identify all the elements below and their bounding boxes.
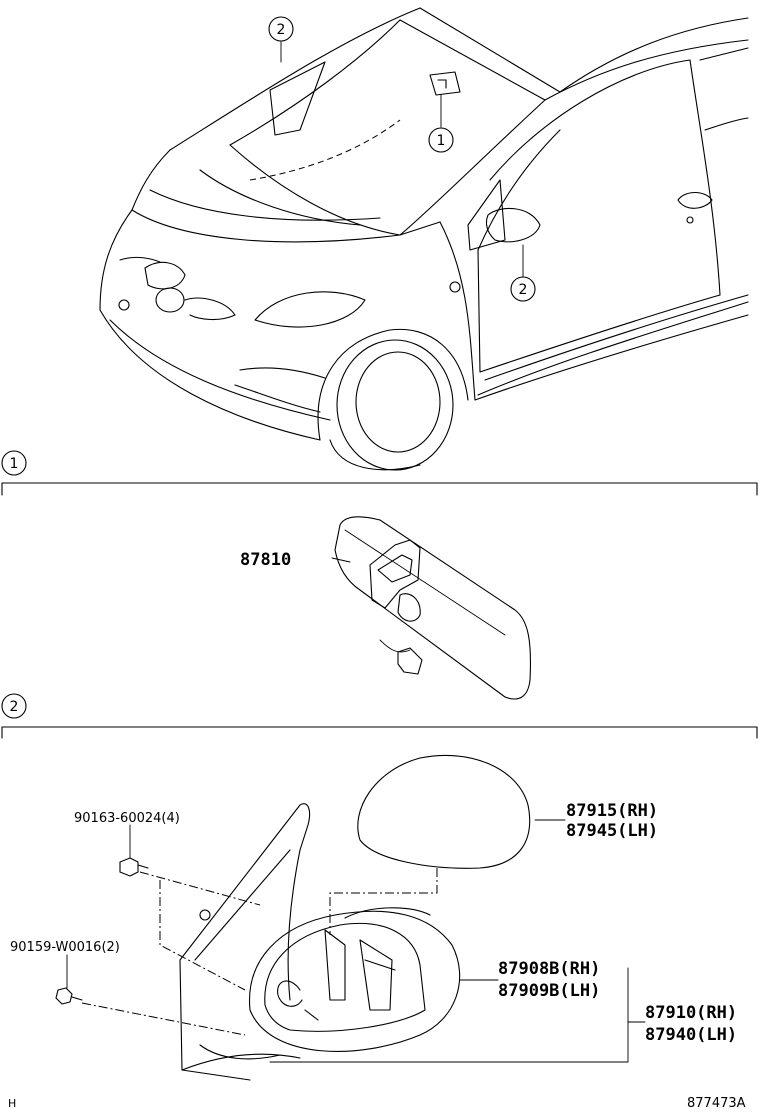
- inner-mirror-label: 87810: [240, 550, 291, 570]
- bolt-label: 90163-60024(4): [74, 811, 180, 826]
- guide-line-bolt-2: [159, 880, 246, 991]
- svg-text:2: 2: [519, 282, 528, 298]
- corner-mark: H: [8, 1097, 16, 1110]
- svg-text:1: 1: [437, 133, 446, 149]
- inner-mirror-part: [331, 516, 531, 700]
- section-1-header: 1: [1, 450, 758, 496]
- car-illustration: [99, 7, 749, 471]
- callout-2-top-left: 2: [268, 16, 294, 42]
- mirror-housing-part: [181, 907, 461, 1071]
- svg-text:2: 2: [10, 699, 19, 715]
- guide-line-bolt: [139, 871, 261, 906]
- guide-line-cover: [329, 868, 438, 935]
- cover-lh-label: 87945(LH): [566, 821, 658, 841]
- assy-bracket: [269, 967, 629, 1063]
- assy-rh-label: 87910(RH): [645, 1003, 737, 1023]
- screw-90159-icon: [55, 954, 83, 1005]
- callout-1-top: 1: [428, 127, 454, 153]
- assy-lh-label: 87940(LH): [645, 1025, 737, 1045]
- section-2-header: 2: [1, 693, 758, 739]
- svg-text:1: 1: [10, 456, 19, 472]
- svg-text:2: 2: [277, 22, 286, 38]
- screw-label: 90159-W0016(2): [10, 940, 120, 955]
- diagram-code: 877473A: [687, 1096, 746, 1111]
- callout-2-top-right: 2: [510, 276, 536, 302]
- bolt-90163-icon: [119, 824, 149, 877]
- door-base-plate: [179, 803, 311, 1081]
- guide-line-screw: [81, 1002, 246, 1036]
- housing-rh-label: 87908B(RH): [498, 959, 600, 979]
- housing-lh-label: 87909B(LH): [498, 981, 600, 1001]
- cover-rh-label: 87915(RH): [566, 801, 658, 821]
- mirror-cover-part: [357, 754, 566, 869]
